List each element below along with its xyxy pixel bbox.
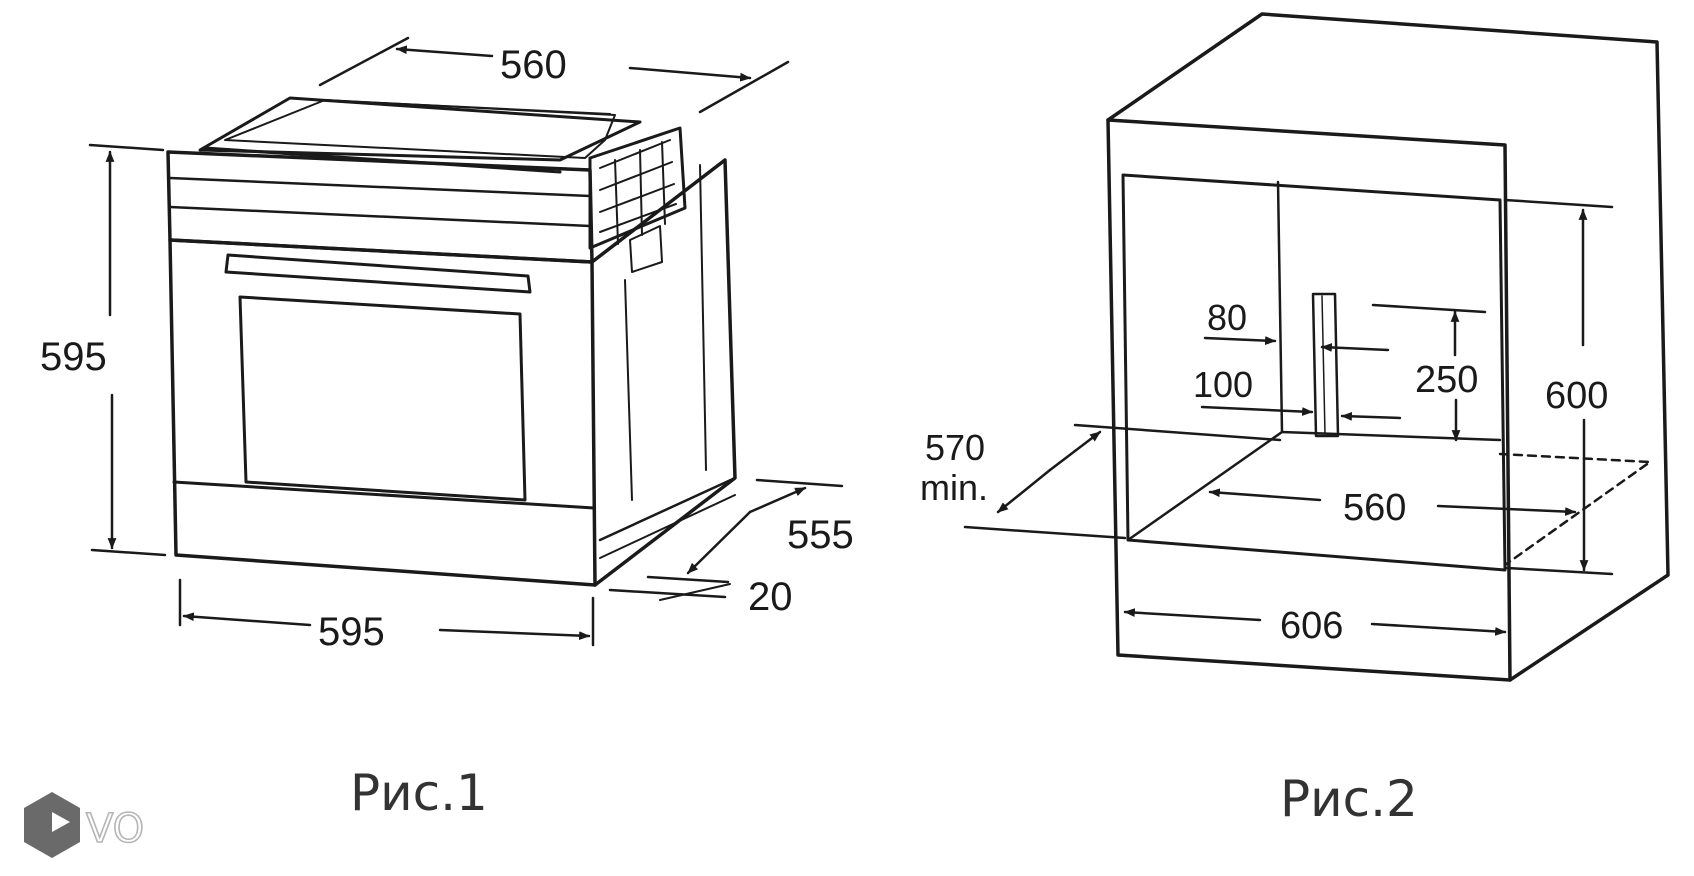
dim-label-height: 595: [40, 335, 107, 379]
dim-cabinet-depth: 570 min.: [920, 423, 1282, 540]
oven-top-panels: [198, 96, 642, 174]
figure1-caption: Рис.1: [350, 764, 488, 822]
dim-label-depth-note: min.: [920, 467, 988, 508]
oven-side-body: [590, 158, 737, 587]
dim-label-bottom-width: 595: [318, 610, 385, 654]
dim-bottom-width: 595: [178, 578, 595, 654]
dim-label-front-offset: 20: [748, 575, 793, 619]
dim-label-gap-left: 80: [1207, 297, 1247, 338]
oven-drawing: [166, 96, 737, 587]
dim-label-top-width: 560: [500, 43, 567, 87]
cabinet-front-edge: [1106, 118, 1512, 682]
dim-label-gap-height: 250: [1415, 359, 1478, 401]
dim-label-inner-width: 560: [1343, 487, 1406, 529]
dim-outer-width: 606: [1123, 605, 1507, 647]
cabinet-depth-projection: [1498, 452, 1652, 567]
dim-label-cabinet-depth: 570: [925, 427, 985, 468]
oven-door: [168, 238, 597, 587]
dim-vent-height: 250: [1371, 303, 1487, 442]
cabinet-inner-floor: [1126, 430, 1284, 542]
dim-vent-offsets: 80 100: [1193, 297, 1402, 421]
cabinet-outer-frame: [1106, 12, 1670, 682]
dim-cabinet-height: 600: [1503, 198, 1614, 576]
figure2-caption: Рис.2: [1280, 770, 1418, 828]
cabinet-vent-slot: [1311, 292, 1340, 438]
dim-depth: 555 20: [608, 478, 854, 619]
dim-label-cabinet-height: 600: [1545, 375, 1608, 417]
dim-label-depth: 555: [787, 513, 854, 557]
dim-inner-width: 560: [1208, 487, 1577, 529]
cabinet-drawing: [1106, 12, 1670, 682]
cabinet-niche: [1121, 173, 1507, 572]
oven-control-panel: [166, 150, 594, 264]
dim-top-width: 560: [318, 36, 790, 114]
evo-logo: VO: [24, 792, 145, 858]
dim-label-gap-bottom: 100: [1193, 364, 1253, 405]
dim-height: 595: [40, 143, 167, 557]
dim-label-outer-width: 606: [1280, 605, 1343, 647]
logo-text: VO: [86, 806, 144, 852]
